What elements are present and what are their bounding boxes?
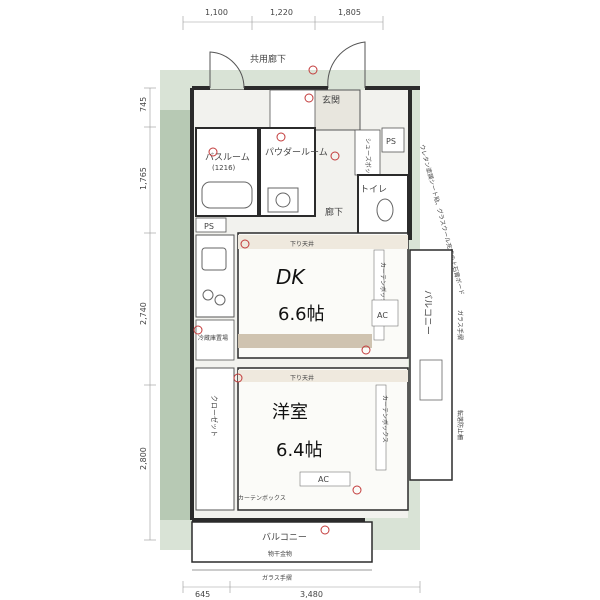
entrance-label: 玄関 bbox=[322, 94, 340, 106]
powder-room-label: パウダールーム bbox=[265, 146, 328, 158]
bottom-dimensions bbox=[182, 581, 421, 593]
laundry-pole-label: 物干金物 bbox=[268, 550, 292, 558]
western-ac-label: AC bbox=[318, 475, 329, 484]
western-curtain-box bbox=[375, 384, 387, 471]
outer-walls bbox=[190, 86, 420, 522]
dk-curtain-box-label: カーテンボックス bbox=[379, 262, 387, 310]
western-drop-ceiling bbox=[238, 370, 408, 382]
dim-left-2: 1,765 bbox=[139, 167, 148, 190]
glass-rail-bottom: ガラス手摺 bbox=[262, 574, 292, 582]
western-drop-ceiling-label: 下り天井 bbox=[290, 374, 314, 382]
dk-label: DK bbox=[276, 265, 306, 289]
ps-left bbox=[195, 217, 227, 233]
ps-top bbox=[381, 127, 405, 153]
entrance-door-right bbox=[327, 41, 366, 89]
entrance-door-left bbox=[209, 51, 245, 89]
dk-ac-label: AC bbox=[377, 311, 388, 320]
dim-bottom-1: 645 bbox=[195, 590, 210, 599]
washing-machine bbox=[267, 187, 299, 213]
refrigerator bbox=[195, 319, 235, 361]
western-room-label: 洋室 bbox=[272, 402, 308, 423]
toilet-room bbox=[357, 174, 409, 236]
dim-top-1: 1,100 bbox=[205, 8, 228, 17]
closet-label: クローゼット bbox=[210, 395, 219, 437]
dk-counter-strip bbox=[238, 334, 372, 348]
entrance-door-panel bbox=[300, 86, 328, 90]
stove-burner-1 bbox=[202, 289, 214, 301]
ps-left-label: PS bbox=[204, 222, 214, 231]
dim-top-3: 1,805 bbox=[338, 8, 361, 17]
bottom-curtain-box-label: カーテンボックス bbox=[238, 494, 286, 502]
balcony-bottom bbox=[191, 521, 373, 563]
exterior-left bbox=[160, 110, 192, 520]
electrical-markers bbox=[193, 65, 371, 535]
storage-note: 冷蔵庫置場 bbox=[198, 334, 228, 342]
western-room-size: 6.4帖 bbox=[276, 440, 323, 461]
powder-room bbox=[259, 127, 316, 217]
balcony-right-unit bbox=[419, 359, 443, 401]
closet bbox=[195, 367, 235, 511]
toilet-bowl bbox=[376, 198, 394, 222]
dk-curtain-box bbox=[373, 249, 385, 341]
dim-top-2: 1,220 bbox=[270, 8, 293, 17]
kitchen-counter bbox=[195, 234, 235, 318]
toilet-label: トイレ bbox=[360, 185, 387, 195]
dk-ac bbox=[371, 299, 399, 327]
balcony-right bbox=[409, 249, 453, 481]
dim-left-1: 745 bbox=[139, 97, 148, 112]
western-ac bbox=[299, 471, 351, 487]
balcony-right-label: バルコニー bbox=[422, 290, 433, 335]
washing-machine-drum bbox=[275, 192, 291, 208]
powder-counter bbox=[269, 89, 316, 131]
dk-size: 6.6帖 bbox=[278, 304, 325, 325]
left-dimensions bbox=[144, 87, 156, 541]
dim-left-3: 2,740 bbox=[139, 302, 148, 325]
sink bbox=[201, 247, 227, 271]
ps-top-label: PS bbox=[386, 137, 396, 146]
dim-left-4: 2,800 bbox=[139, 447, 148, 470]
hallway-label: 廊下 bbox=[325, 206, 343, 218]
fall-prevention: 転落防止柵 bbox=[456, 410, 464, 440]
shoes-closet-label: シューズボックス bbox=[364, 138, 372, 186]
bathtub bbox=[201, 181, 253, 209]
dk-drop-ceiling bbox=[238, 235, 408, 249]
balcony-bottom-label: バルコニー bbox=[262, 532, 307, 543]
stove-burner-2 bbox=[214, 294, 226, 306]
top-dimensions bbox=[182, 16, 384, 30]
bathroom-size: (1216) bbox=[212, 164, 236, 172]
glass-rail-right: ガラス手摺 bbox=[456, 310, 464, 340]
western-curtain-box-label: カーテンボックス bbox=[381, 395, 389, 443]
bathroom-label: バスルーム bbox=[205, 152, 250, 163]
bathroom bbox=[195, 127, 259, 217]
dk-drop-ceiling-label: 下り天井 bbox=[290, 240, 314, 248]
common-corridor-label: 共用廊下 bbox=[250, 53, 286, 65]
dim-bottom-2: 3,480 bbox=[300, 590, 323, 599]
